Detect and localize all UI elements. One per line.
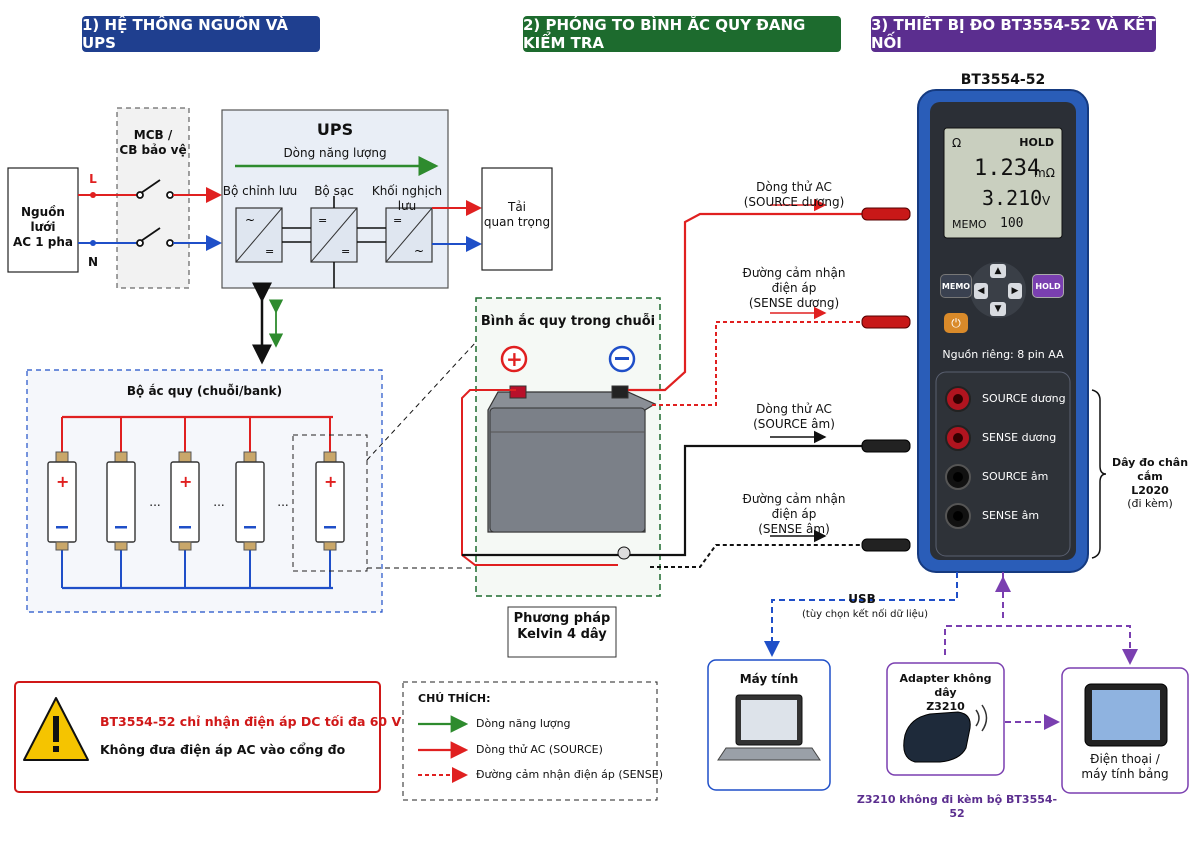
lcd-voltage-unit: V	[1042, 194, 1051, 208]
meter-body	[917, 89, 1089, 573]
tablet-icon	[1084, 683, 1168, 747]
charger-icon: ==	[310, 207, 358, 263]
svg-text:=: =	[265, 245, 274, 258]
usb-label: USB	[848, 592, 876, 606]
lcd-ohm: Ω	[952, 136, 962, 150]
battery-cell: +	[315, 417, 345, 588]
warning-icon	[23, 697, 89, 761]
svg-text:=: =	[318, 214, 327, 227]
meter-lcd: Ω HOLD 1.234 mΩ 3.210 V MEMO 100	[944, 128, 1062, 238]
z3210-note: Z3210 không đi kèm bộ BT3554-52	[856, 793, 1058, 820]
nav-pad	[970, 262, 1026, 318]
battery-cell: +	[170, 417, 200, 588]
warning-line-1: BT3554-52 chỉ nhận điện áp DC tối đa 60 …	[100, 714, 402, 729]
arrow-up-icon[interactable]: ▲	[990, 264, 1006, 278]
section-header-1: 1) HỆ THỐNG NGUỒN VÀ UPS	[82, 16, 320, 52]
lcd-hold: HOLD	[1019, 136, 1054, 149]
bank-ellipsis-1: ...	[149, 495, 161, 509]
line-l-label: L	[89, 172, 97, 186]
legend-title: CHÚ THÍCH:	[418, 692, 491, 705]
rectifier-label: Bộ chỉnh lưu	[222, 184, 298, 198]
svg-text:~: ~	[245, 213, 255, 227]
inverter-label: Khối nghịch lưu	[371, 184, 443, 213]
arrow-down-icon[interactable]: ▼	[990, 302, 1006, 316]
memo-button[interactable]: MEMO	[940, 274, 972, 298]
svg-text:=: =	[393, 214, 402, 227]
svg-text:+: +	[56, 472, 69, 491]
section-header-2: 2) PHÓNG TO BÌNH ẮC QUY ĐANG KIỂM TRA	[523, 16, 841, 52]
svg-text:=: =	[341, 245, 350, 258]
battery-icon: +	[487, 345, 657, 533]
warning-box	[14, 681, 381, 793]
wireless-adapter-icon	[903, 704, 988, 763]
lcd-memo-label: MEMO	[952, 218, 987, 231]
lead-source-positive-label: Dòng thử AC(SOURCE dương)	[743, 180, 845, 209]
usb-note: (tùy chọn kết nối dữ liệu)	[802, 609, 928, 620]
lcd-memo-value: 100	[1000, 216, 1024, 231]
lead-source-negative-label: Dòng thử AC(SOURCE âm)	[753, 402, 835, 431]
jack-sense-negative-label: SENSE âm	[982, 509, 1040, 522]
lcd-voltage: 3.210	[982, 186, 1043, 210]
inverter-icon: =~	[385, 207, 433, 263]
jack-source-negative-label: SOURCE âm	[982, 470, 1049, 483]
arrow-left-icon[interactable]: ◀	[974, 283, 988, 299]
source-box	[7, 167, 79, 273]
meter-model: BT3554-52	[960, 72, 1046, 88]
cell-highlight	[292, 434, 368, 572]
svg-text:+: +	[506, 347, 523, 371]
battery-cell: +	[47, 417, 77, 588]
warning-line-2: Không đưa điện áp AC vào cổng đo	[100, 742, 346, 757]
legend-box	[402, 681, 658, 801]
legend-source: Dòng thử AC (SOURCE)	[476, 743, 603, 756]
battery-cell	[106, 417, 136, 588]
mcb-label: MCB /CB bảo vệ	[119, 128, 187, 157]
method-box	[507, 606, 617, 658]
jacks	[945, 386, 971, 529]
energy-flow-label: Dòng năng lượng	[283, 146, 387, 160]
svg-text:+: +	[324, 472, 337, 491]
phone-label: Điện thoại /máy tính bảng	[1081, 752, 1169, 781]
line-n-label: N	[87, 255, 99, 269]
meter-power-note: Nguồn riêng: 8 pin AA	[942, 348, 1064, 361]
bank-ellipsis-2: ...	[213, 495, 225, 509]
load-box	[481, 167, 553, 271]
battery-title: Bình ắc quy trong chuỗi	[480, 314, 656, 329]
lcd-resistance-unit: mΩ	[1034, 166, 1055, 180]
ups-title: UPS	[316, 120, 354, 139]
lcd-resistance: 1.234	[974, 156, 1041, 181]
pc-label: Máy tính	[739, 672, 799, 686]
probe-plugs	[861, 207, 911, 552]
bank-title: Bộ ắc quy (chuỗi/bank)	[126, 384, 283, 398]
hold-button[interactable]: HOLD	[1032, 274, 1064, 298]
section-header-3: 3) THIẾT BỊ ĐO BT3554-52 VÀ KẾT NỐI	[871, 16, 1156, 52]
laptop-icon	[717, 694, 821, 761]
charger-label: Bộ sạc	[314, 184, 354, 198]
arrow-right-icon[interactable]: ▶	[1008, 283, 1022, 299]
svg-text:~: ~	[414, 244, 424, 258]
legend-energy: Dòng năng lượng	[476, 717, 571, 730]
bank-ellipsis-3: ...	[277, 495, 289, 509]
legend-sense: Đường cảm nhận điện áp (SENSE)	[476, 768, 663, 781]
rectifier-icon: ~=	[235, 207, 283, 263]
mcb-box	[116, 107, 190, 289]
battery-cell	[235, 417, 265, 588]
power-icon[interactable]: ⏻	[944, 313, 968, 333]
jack-source-positive-label: SOURCE dương	[982, 392, 1066, 405]
jack-sense-positive-label: SENSE dương	[982, 431, 1057, 444]
svg-text:+: +	[179, 472, 192, 491]
